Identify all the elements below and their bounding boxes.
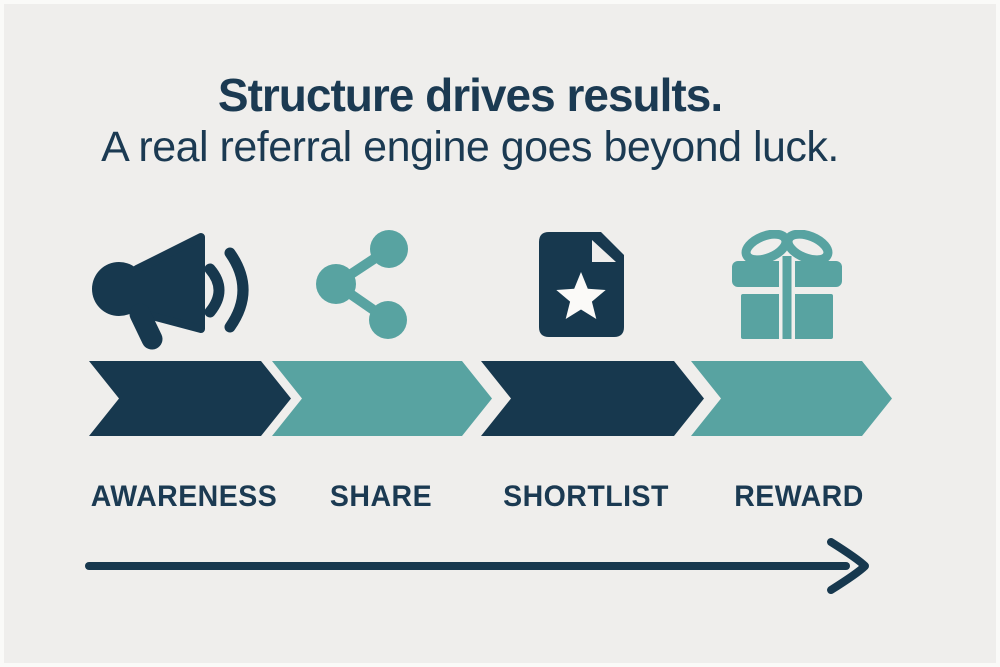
megaphone-icon xyxy=(92,233,249,350)
chevron-flow-band xyxy=(89,361,892,436)
share-icon xyxy=(316,230,408,339)
stage-label-reward: REWARD xyxy=(734,480,864,513)
stage-segment-awareness xyxy=(89,361,291,436)
document-star-icon xyxy=(539,232,624,337)
sound-wave-inner xyxy=(204,263,225,318)
page-subtitle: A real referral engine goes beyond luck. xyxy=(101,122,839,171)
stage-label-shortlist: SHORTLIST xyxy=(503,480,669,513)
stage-label-awareness: AWARENESS xyxy=(90,480,278,513)
stage-segment-reward xyxy=(691,361,892,436)
folded-corner xyxy=(592,240,616,262)
stage-label-share: SHARE xyxy=(329,480,433,513)
page-title: Structure drives results. xyxy=(217,69,723,121)
sound-wave-outer xyxy=(224,247,249,333)
stage-segment-share xyxy=(272,361,492,436)
stage-segment-shortlist xyxy=(481,361,704,436)
timeline-arrow-icon xyxy=(85,538,869,594)
title-block: Structure drives results. A real referra… xyxy=(0,70,966,173)
gift-icon xyxy=(732,230,842,339)
star-glyph xyxy=(556,272,606,319)
gift-ribbon xyxy=(782,256,792,339)
